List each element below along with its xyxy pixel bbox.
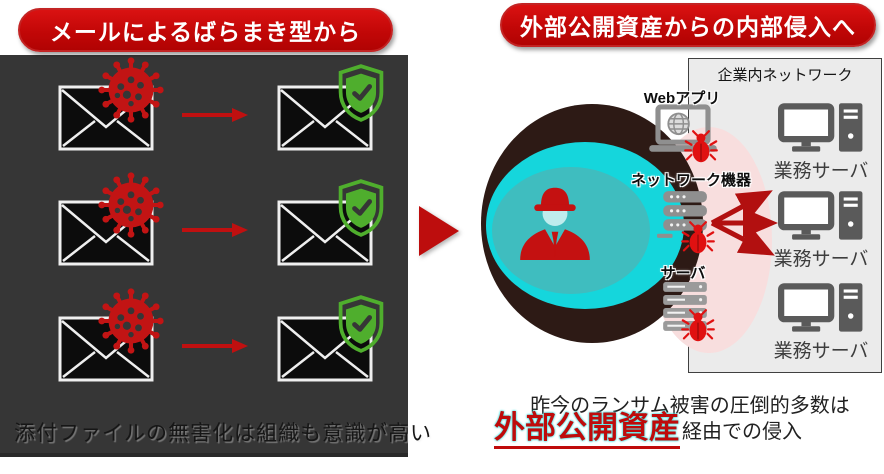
ransom-caption-rest: 経由での侵入 <box>682 421 802 444</box>
workstation-server-icon <box>778 283 863 332</box>
right-arrow-icon <box>182 223 248 237</box>
workstation-server-icon <box>778 103 863 152</box>
right-arrow-icon <box>182 339 248 353</box>
right-arrow-icon <box>182 108 248 122</box>
server-label: 業務サーバ <box>773 341 869 362</box>
asset-label-server: サーバ <box>660 265 706 282</box>
attack-fan-arrows-icon <box>710 190 778 256</box>
left-caption: 添付ファイルの無害化は組織も意識が高い <box>14 422 432 445</box>
virus-icon <box>98 57 164 123</box>
right-banner: 外部公開資産からの内部侵入へ <box>500 3 876 47</box>
network-device-icon <box>657 191 707 238</box>
hacker-icon <box>520 187 590 260</box>
virus-icon <box>98 288 164 354</box>
shield-check-icon <box>338 295 384 353</box>
workstation-server-icon <box>778 191 863 240</box>
asset-label-network-device: ネットワーク機器 <box>630 172 751 189</box>
server-label: 業務サーバ <box>773 161 869 182</box>
bug-icon <box>681 309 715 342</box>
attacker-inner-ellipse <box>492 167 650 294</box>
network-box-title: 企業内ネットワーク <box>717 67 853 84</box>
bug-icon <box>684 130 718 163</box>
virus-icon <box>98 172 164 238</box>
left-banner-label: メールによるばらまき型から <box>49 19 362 45</box>
bug-icon <box>681 221 715 254</box>
left-banner: メールによるばらまき型から <box>18 8 393 52</box>
right-banner-label: 外部公開資産からの内部侵入へ <box>520 14 856 40</box>
shield-check-icon <box>338 179 384 237</box>
ransom-caption-highlight: 外部公開資産 <box>494 410 680 450</box>
transition-arrow-icon <box>419 206 459 256</box>
asset-label-webapp: Webアプリ <box>643 90 721 107</box>
server-label: 業務サーバ <box>773 249 869 270</box>
ransom-caption-line1: 昨今のランサム被害の圧倒的多数は <box>530 395 850 417</box>
ransom-caption-line2: 外部公開資産 経由での侵入 <box>494 410 802 450</box>
shield-check-icon <box>338 64 384 122</box>
